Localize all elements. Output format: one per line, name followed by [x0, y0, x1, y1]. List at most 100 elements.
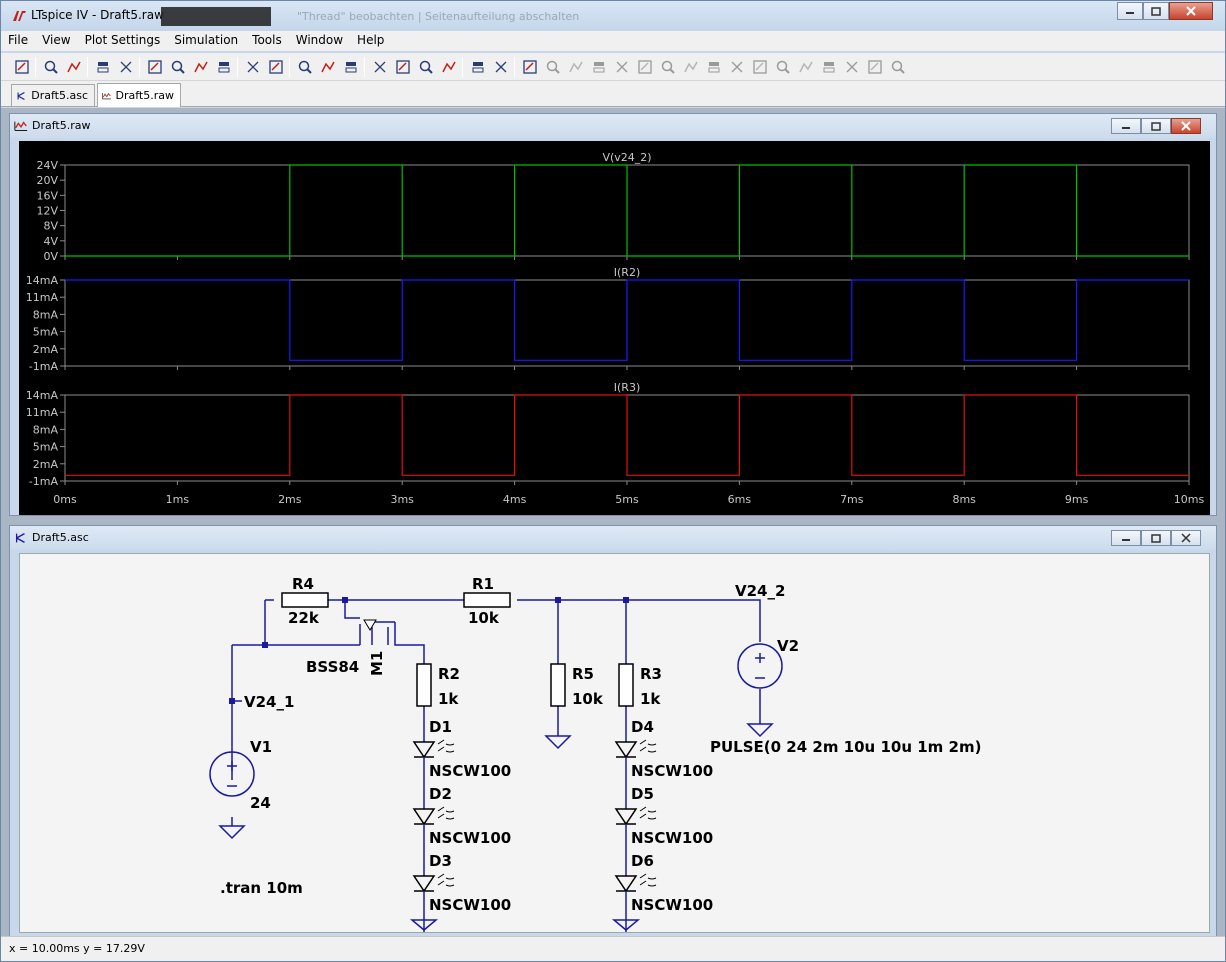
mark-unmark-button[interactable]: [294, 56, 316, 78]
schematic-drawing[interactable]: D1NSCW100D2NSCW100D3NSCW100D4NSCW100D5NS…: [20, 554, 1209, 936]
trace-title[interactable]: V(v24_2): [602, 151, 651, 164]
mirror-icon: [846, 61, 858, 73]
plot-minimize-button[interactable]: [1111, 118, 1141, 134]
close-button[interactable]: [1169, 2, 1213, 20]
menu-simulation[interactable]: Simulation: [174, 33, 239, 47]
plus-icon: [227, 761, 237, 771]
print-preview-button[interactable]: [490, 56, 512, 78]
resistor-button[interactable]: [657, 56, 679, 78]
spice-directive[interactable]: .tran 10m: [220, 879, 303, 897]
inductor-button[interactable]: [680, 56, 702, 78]
m1-model: BSS84: [306, 658, 359, 676]
autorange-button[interactable]: [265, 56, 287, 78]
x-tick-label: 5ms: [615, 493, 639, 506]
menu-view[interactable]: View: [42, 33, 71, 47]
print-button[interactable]: [519, 56, 541, 78]
diode-d4-body[interactable]: [614, 741, 638, 759]
net-label-v24-2: V24_2: [735, 582, 785, 600]
copy-button[interactable]: [415, 56, 437, 78]
menu-tools[interactable]: Tools: [252, 33, 282, 47]
voltage-source-v1[interactable]: [209, 751, 255, 797]
zoom-fit-button[interactable]: [242, 56, 264, 78]
sch-minimize-button[interactable]: [1111, 530, 1141, 546]
resistor-r4[interactable]: [281, 592, 329, 608]
new-schematic-button[interactable]: [11, 56, 33, 78]
menu-file[interactable]: File: [8, 33, 29, 47]
drag-button[interactable]: [726, 56, 748, 78]
tile-vertical-button[interactable]: [369, 56, 391, 78]
diode-name: D4: [631, 718, 654, 736]
tile-horizontal-button[interactable]: [317, 56, 339, 78]
sch-maximize-button[interactable]: [1141, 530, 1171, 546]
zoom-out-button[interactable]: [213, 56, 235, 78]
trace-line[interactable]: [65, 279, 1189, 361]
wire-button[interactable]: [542, 56, 564, 78]
plot-window-title-bar[interactable]: Draft5.raw: [10, 114, 1216, 138]
find-icon: [472, 62, 484, 73]
minimize-icon: [1126, 12, 1134, 14]
zoom-area-button[interactable]: [167, 56, 189, 78]
run-button[interactable]: [115, 56, 137, 78]
new-schematic-icon: [15, 60, 29, 74]
waveform-plot[interactable]: V(v24_2)24V20V16V12V8V4V0VI(R2)14mA11mA8…: [19, 141, 1210, 515]
zoom-in-button[interactable]: [190, 56, 212, 78]
diode-d5-body[interactable]: [614, 808, 638, 826]
schematic-window-title-bar[interactable]: Draft5.asc: [10, 526, 1216, 550]
diode-d1-body[interactable]: [412, 741, 436, 759]
trace-line[interactable]: [65, 164, 1189, 257]
wire[interactable]: [231, 644, 347, 826]
y-tick-label: 4V: [43, 235, 58, 248]
diode-d2-body[interactable]: [412, 808, 436, 826]
voltage-source-v2[interactable]: [737, 643, 783, 689]
sch-close-button[interactable]: [1171, 530, 1201, 546]
wire[interactable]: [344, 600, 361, 646]
capacitor-button[interactable]: [634, 56, 656, 78]
find-button[interactable]: [467, 56, 489, 78]
junction-dot: [262, 642, 268, 648]
spice-directive-button[interactable]: [887, 56, 909, 78]
resistor-r5[interactable]: [550, 663, 566, 707]
halt-button[interactable]: [144, 56, 166, 78]
tile-vertical-icon: [374, 61, 386, 73]
component-button[interactable]: [611, 56, 633, 78]
trace-line[interactable]: [65, 394, 1189, 476]
label-net-button[interactable]: [588, 56, 610, 78]
plot-close-button[interactable]: [1171, 118, 1201, 134]
save-button[interactable]: [63, 56, 85, 78]
paste-button[interactable]: [438, 56, 460, 78]
trace-title[interactable]: I(R2): [614, 266, 640, 279]
maximize-button[interactable]: [1143, 2, 1169, 20]
title-bar[interactable]: LTspice IV - Draft5.raw "Thread" beobach…: [1, 1, 1225, 31]
wire[interactable]: [264, 599, 274, 645]
resistor-r1[interactable]: [463, 592, 511, 608]
text-button[interactable]: [864, 56, 886, 78]
tab-draft5-raw[interactable]: Draft5.raw: [97, 83, 181, 107]
control-panel-button[interactable]: [92, 56, 114, 78]
trace-title[interactable]: I(R3): [614, 381, 640, 394]
redo-button[interactable]: [795, 56, 817, 78]
ground-button[interactable]: [565, 56, 587, 78]
menu-help[interactable]: Help: [357, 33, 385, 47]
menu-plot-settings[interactable]: Plot Settings: [84, 33, 161, 47]
plot-maximize-button[interactable]: [1141, 118, 1171, 134]
minimize-button[interactable]: [1117, 2, 1143, 20]
mirror-button[interactable]: [841, 56, 863, 78]
open-button[interactable]: [40, 56, 62, 78]
cascade-button[interactable]: [340, 56, 362, 78]
wire[interactable]: [320, 599, 761, 642]
diode-button[interactable]: [703, 56, 725, 78]
wire[interactable]: [394, 622, 425, 664]
cut-button[interactable]: [392, 56, 414, 78]
undo-button[interactable]: [772, 56, 794, 78]
diode-d6-body[interactable]: [614, 875, 638, 893]
tab-draft5-asc[interactable]: Draft5.asc: [11, 84, 95, 106]
move-button[interactable]: [749, 56, 771, 78]
rotate-button[interactable]: [818, 56, 840, 78]
resistor-r3[interactable]: [618, 663, 634, 707]
diode-d3-body[interactable]: [412, 875, 436, 893]
junction-dot: [555, 597, 561, 603]
resistor-r2[interactable]: [416, 663, 432, 707]
menu-window[interactable]: Window: [295, 33, 344, 47]
